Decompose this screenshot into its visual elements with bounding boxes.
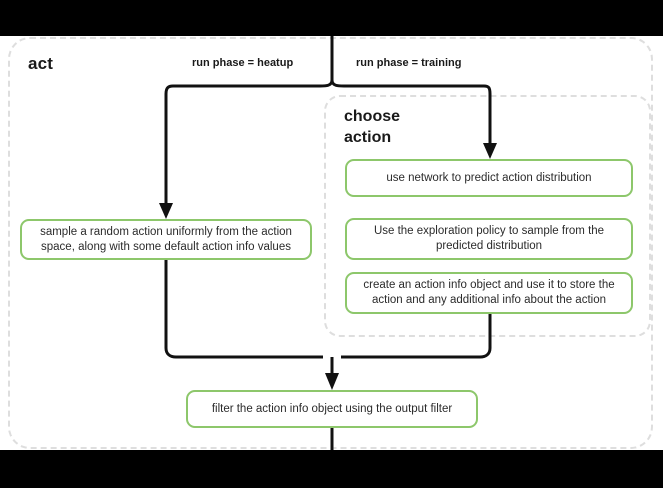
node-sample-random-action[interactable]: sample a random action uniformly from th… (20, 219, 312, 260)
node-filter-output[interactable]: filter the action info object using the … (186, 390, 478, 428)
node-exploration-policy[interactable]: Use the exploration policy to sample fro… (345, 218, 633, 260)
act-title: act (28, 54, 54, 73)
node-create-action-info[interactable]: create an action info object and use it … (345, 272, 633, 314)
edge-label-training: run phase = training (356, 57, 462, 69)
edge-label-heatup: run phase = heatup (192, 57, 294, 69)
node-use-network-predict[interactable]: use network to predict action distributi… (345, 159, 633, 197)
